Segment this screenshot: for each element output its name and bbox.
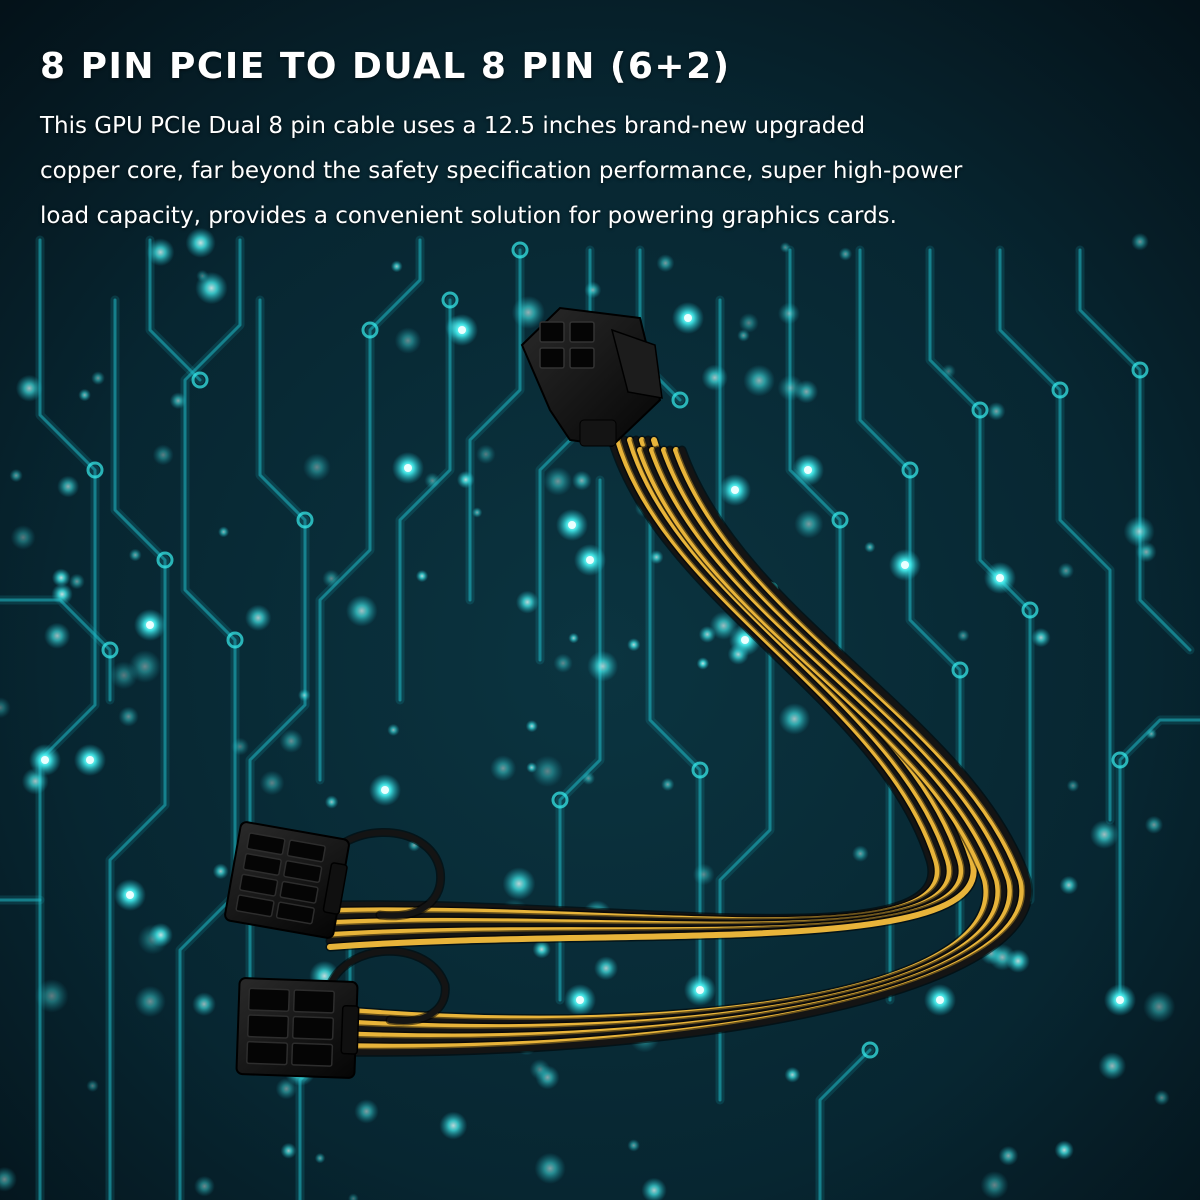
branch-connector-a <box>224 821 350 939</box>
product-headline: 8 PIN PCIE TO DUAL 8 PIN (6+2) <box>40 46 731 87</box>
branch-connector-b <box>235 977 360 1079</box>
product-description: This GPU PCIe Dual 8 pin cable uses a 12… <box>40 113 963 229</box>
top-8pin-connector <box>520 306 663 448</box>
light-particles <box>0 227 1176 1200</box>
pcie-cable <box>224 306 1033 1079</box>
